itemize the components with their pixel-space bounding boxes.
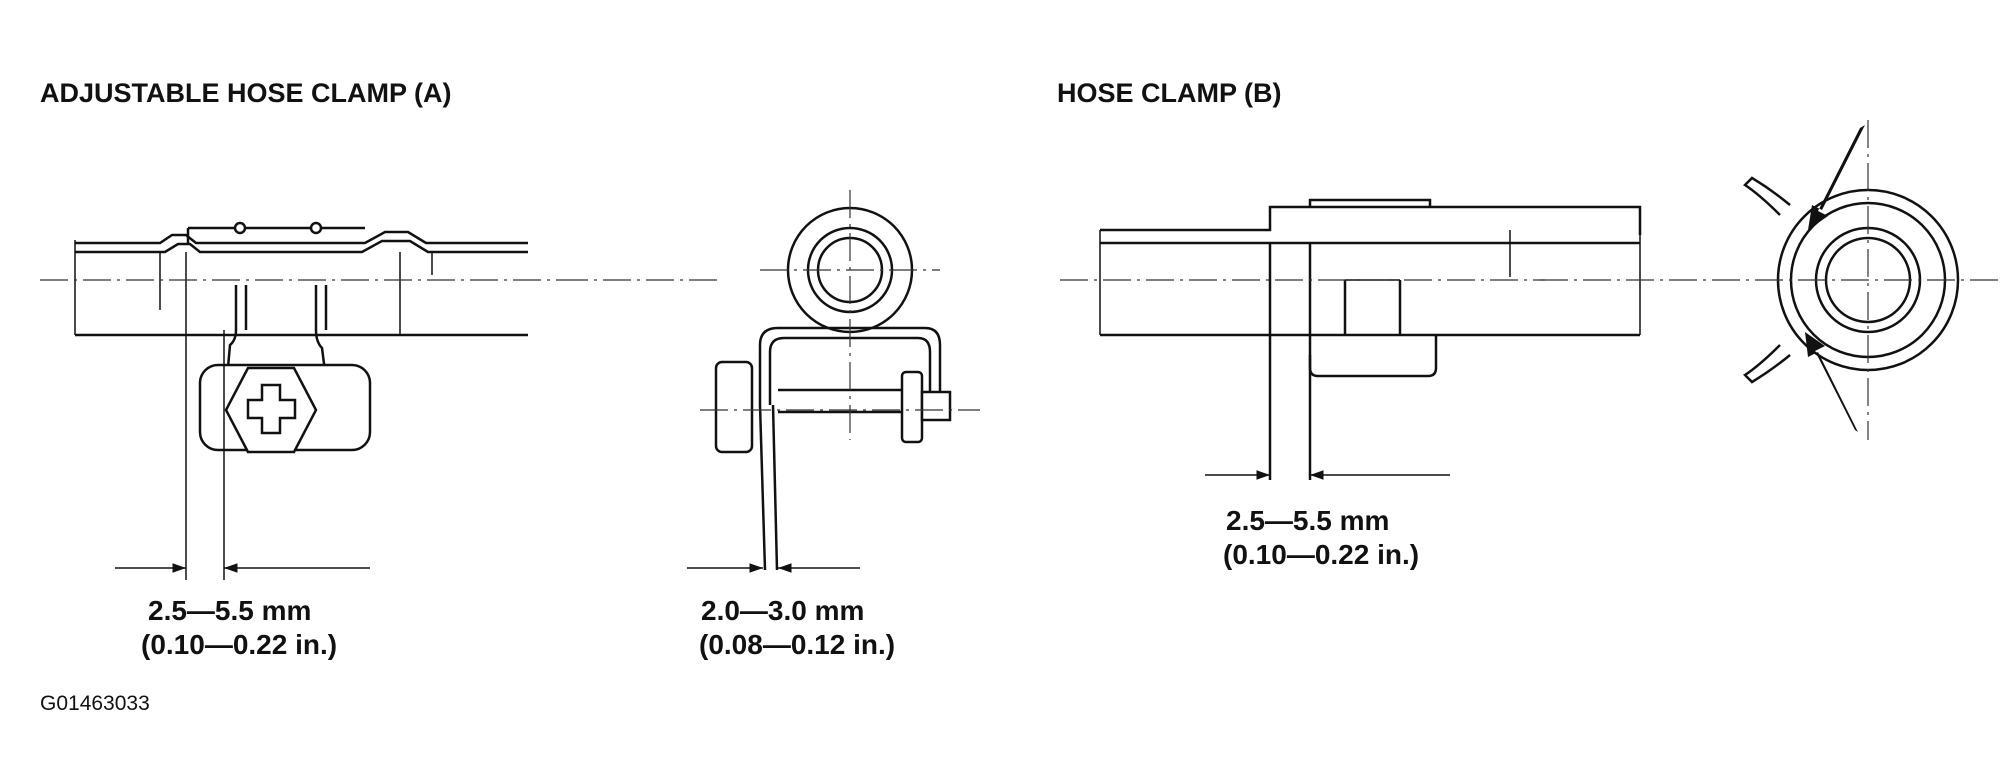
clamp-a-side-dim-mm: 2.5—5.5 mm (148, 595, 311, 626)
clamp-b-side-dim-mm: 2.5—5.5 mm (1226, 505, 1389, 536)
title-hose-clamp-b: HOSE CLAMP (B) (1057, 78, 1282, 108)
clamp-a-end-dim-in: (0.08—0.12 in.) (699, 629, 895, 660)
clamp-b-side-dim-in: (0.10—0.22 in.) (1223, 539, 1419, 570)
clamp-a-end-dim-mm: 2.0—3.0 mm (701, 595, 864, 626)
clamp-a-end-view (687, 190, 980, 573)
clamp-b-end-view (1540, 120, 2000, 440)
clamp-a-side-dim-in: (0.10—0.22 in.) (141, 629, 337, 660)
figure-code: G01463033 (40, 692, 150, 715)
clamp-a-side-view (74, 221, 528, 580)
title-adjustable-hose-clamp: ADJUSTABLE HOSE CLAMP (A) (40, 78, 452, 108)
clamp-b-side-view (1099, 198, 1642, 480)
